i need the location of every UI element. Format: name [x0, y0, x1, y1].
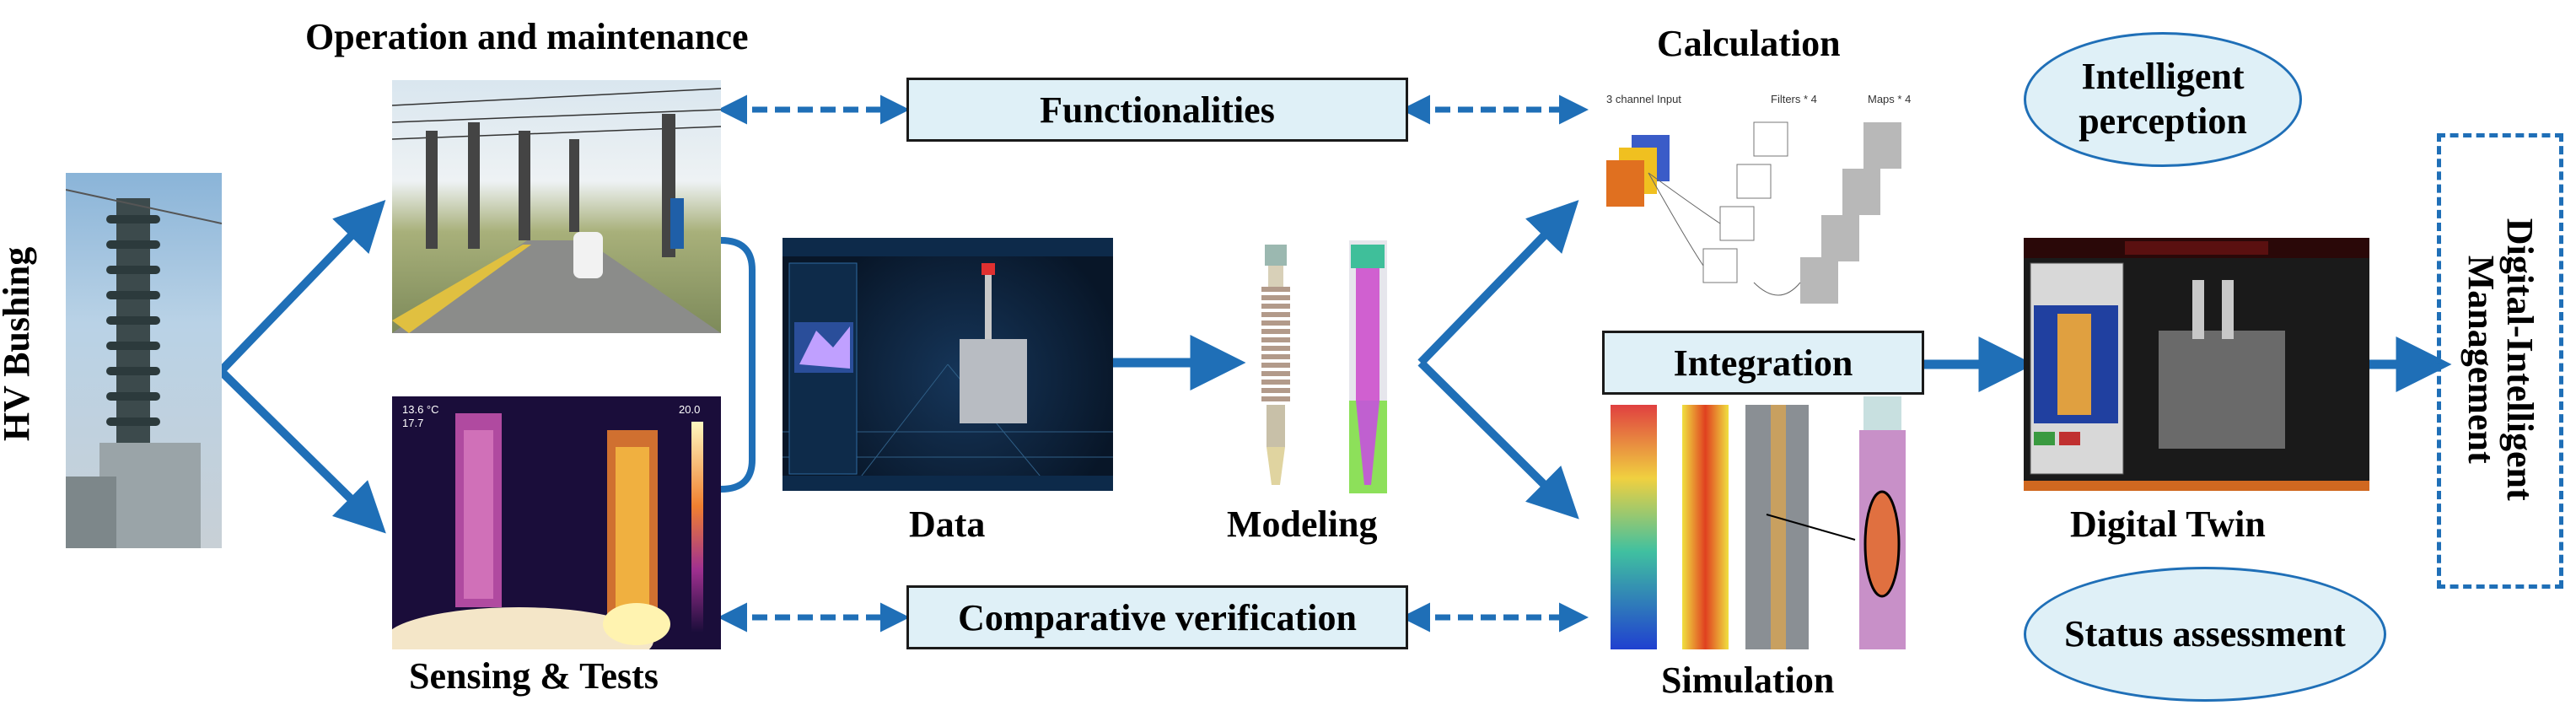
data-label: Data — [909, 504, 986, 545]
arrow-to-operation — [218, 199, 386, 374]
modeling-bushing-drawing — [1256, 240, 1408, 493]
bracket-to-data — [720, 237, 756, 493]
hv-bushing-photo — [66, 173, 222, 548]
status-assessment-ellipse: Status assessment — [2024, 567, 2386, 702]
functionalities-box: Functionalities — [906, 78, 1408, 142]
calculation-cnn-diagram: 3 channel Input Filters * 4 Maps * 4 — [1585, 89, 1923, 316]
arrow-to-sensing — [218, 368, 386, 534]
hv-bushing-label: HV Bushing — [0, 246, 37, 442]
sensing-label: Sensing & Tests — [409, 655, 659, 697]
cnn-input-label: 3 channel Input — [1606, 93, 1681, 105]
integration-box: Integration — [1602, 331, 1924, 395]
cnn-filters-label: Filters * 4 — [1771, 93, 1817, 105]
digital-twin-screenshot — [2024, 238, 2369, 491]
modeling-label: Modeling — [1227, 504, 1378, 545]
operation-label: Operation and maintenance — [305, 16, 749, 57]
management-label: Digital-Intelligent Management — [2460, 218, 2541, 501]
sensing-thermal-image: 13.6 °C 17.7 20.0 — [392, 396, 721, 649]
arrow-to-calculation — [1417, 200, 1579, 366]
digital-twin-label: Digital Twin — [2070, 504, 2266, 545]
management-dashed-box — [2437, 133, 2563, 589]
thermal-scale-max: 20.0 — [679, 403, 701, 416]
arrow-to-simulation — [1417, 359, 1579, 520]
intelligent-perception-ellipse: Intelligent perception — [2024, 32, 2302, 167]
calculation-label: Calculation — [1657, 23, 1841, 64]
data-dashboard-screenshot — [782, 238, 1113, 491]
comparative-verification-box: Comparative verification — [906, 585, 1408, 649]
simulation-label: Simulation — [1661, 660, 1835, 701]
operation-photo — [392, 80, 721, 333]
thermal-readout-1: 13.6 °C — [402, 403, 439, 416]
cnn-maps-label: Maps * 4 — [1868, 93, 1912, 105]
simulation-images — [1602, 396, 1924, 649]
thermal-readout-2: 17.7 — [402, 417, 424, 429]
